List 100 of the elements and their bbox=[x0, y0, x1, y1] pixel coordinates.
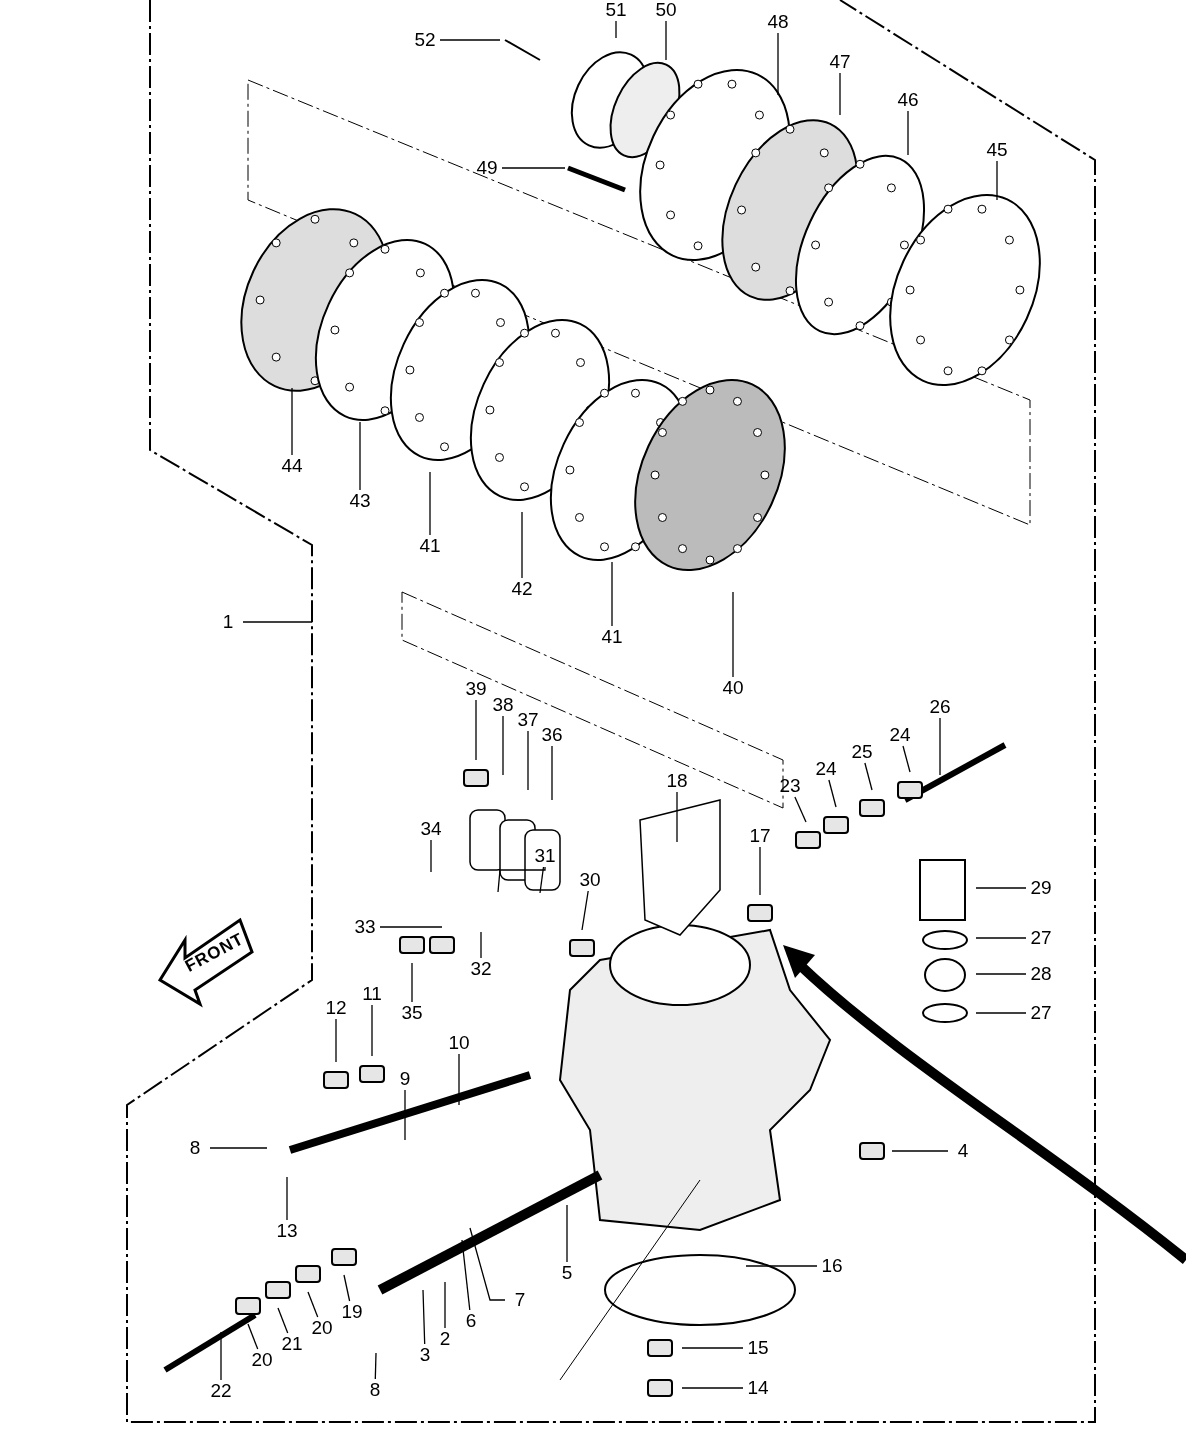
callout-number: 8 bbox=[360, 1379, 390, 1401]
callout-number: 28 bbox=[1026, 963, 1056, 985]
leader-line bbox=[461, 1239, 471, 1311]
leader-line bbox=[527, 730, 529, 791]
callout-number: 33 bbox=[350, 916, 380, 938]
leader-line bbox=[374, 1352, 377, 1380]
callout-number: 40 bbox=[718, 677, 748, 699]
leader-line bbox=[864, 762, 873, 791]
leader-line bbox=[681, 1387, 744, 1389]
callout-number: 29 bbox=[1026, 877, 1056, 899]
callout-number: 52 bbox=[410, 29, 440, 51]
leader-line bbox=[469, 1227, 506, 1301]
leader-line bbox=[307, 1291, 319, 1318]
leader-line bbox=[371, 1004, 373, 1057]
callout-number: 1 bbox=[213, 611, 243, 633]
callout-number: 17 bbox=[745, 825, 775, 847]
callout-number: 41 bbox=[415, 535, 445, 557]
leader-line bbox=[404, 1089, 406, 1141]
callout-number: 20 bbox=[307, 1317, 337, 1339]
leader-line bbox=[291, 387, 293, 456]
leader-line bbox=[539, 866, 545, 894]
callout-number: 15 bbox=[743, 1337, 773, 1359]
callout-number: 45 bbox=[982, 139, 1012, 161]
callout-number: 4 bbox=[948, 1140, 978, 1162]
callout-number: 19 bbox=[337, 1301, 367, 1323]
leader-line bbox=[759, 846, 761, 896]
leader-line bbox=[209, 1147, 268, 1149]
callout-number: 44 bbox=[277, 455, 307, 477]
leader-line bbox=[794, 796, 807, 823]
leader-line bbox=[286, 1176, 288, 1221]
leader-line bbox=[975, 1012, 1027, 1014]
leader-line bbox=[745, 1265, 818, 1267]
callout-number: 22 bbox=[206, 1380, 236, 1402]
leader-line bbox=[458, 1053, 460, 1106]
callout-number: 48 bbox=[763, 11, 793, 33]
leader-line bbox=[411, 962, 413, 1003]
leader-line bbox=[379, 926, 443, 928]
leader-line bbox=[247, 1323, 259, 1350]
callout-number: 20 bbox=[247, 1349, 277, 1371]
callout-number: 26 bbox=[925, 696, 955, 718]
leader-line bbox=[611, 561, 613, 627]
leader-line bbox=[521, 511, 523, 579]
leader-line bbox=[501, 167, 566, 169]
leader-line bbox=[422, 1289, 426, 1345]
leader-line bbox=[444, 1281, 446, 1329]
callout-number: 23 bbox=[775, 775, 805, 797]
callout-number: 50 bbox=[651, 0, 681, 21]
leader-line bbox=[475, 699, 477, 761]
callout-number: 21 bbox=[277, 1333, 307, 1355]
leader-line bbox=[615, 20, 617, 39]
callout-number: 13 bbox=[272, 1220, 302, 1242]
callout-number: 8 bbox=[180, 1137, 210, 1159]
callout-number: 18 bbox=[662, 770, 692, 792]
leader-line bbox=[891, 1150, 949, 1152]
leader-line bbox=[551, 745, 553, 801]
callout-number: 51 bbox=[601, 0, 631, 21]
callout-number: 34 bbox=[416, 818, 446, 840]
callout-number: 5 bbox=[552, 1262, 582, 1284]
leader-line bbox=[665, 20, 667, 61]
callout-number: 24 bbox=[811, 758, 841, 780]
callout-number: 24 bbox=[885, 724, 915, 746]
leader-line bbox=[681, 1347, 744, 1349]
callout-number: 16 bbox=[817, 1255, 847, 1277]
leader-line bbox=[430, 839, 432, 873]
leader-line bbox=[277, 1307, 289, 1334]
leader-line bbox=[439, 39, 501, 41]
callout-number: 9 bbox=[390, 1068, 420, 1090]
leader-line bbox=[502, 715, 504, 776]
leader-line bbox=[839, 72, 841, 116]
leader-line bbox=[732, 591, 734, 678]
leader-line bbox=[480, 931, 482, 959]
callout-number: 42 bbox=[507, 578, 537, 600]
leader-line bbox=[907, 110, 909, 156]
callout-number: 35 bbox=[397, 1002, 427, 1024]
callout-number: 47 bbox=[825, 51, 855, 73]
leader-line bbox=[497, 866, 546, 893]
callout-number: 27 bbox=[1026, 927, 1056, 949]
callout-number: 27 bbox=[1026, 1002, 1056, 1024]
leader-line bbox=[359, 421, 361, 491]
leader-line bbox=[996, 160, 998, 201]
leader-line bbox=[220, 1331, 222, 1381]
leader-line bbox=[975, 937, 1027, 939]
leader-line bbox=[335, 1018, 337, 1063]
callout-number: 7 bbox=[505, 1289, 535, 1311]
callout-number: 41 bbox=[597, 626, 627, 648]
callout-number: 12 bbox=[321, 997, 351, 1019]
leader-line bbox=[566, 1204, 568, 1263]
leader-line bbox=[902, 745, 911, 773]
leader-line bbox=[828, 779, 837, 808]
callout-number: 39 bbox=[461, 678, 491, 700]
leader-line bbox=[939, 717, 941, 776]
callout-number: 32 bbox=[466, 958, 496, 980]
callout-number: 11 bbox=[357, 983, 387, 1005]
callout-number: 30 bbox=[575, 869, 605, 891]
callout-number: 25 bbox=[847, 741, 877, 763]
leader-line bbox=[429, 471, 431, 536]
callout-number: 10 bbox=[444, 1032, 474, 1054]
leader-line bbox=[676, 791, 678, 843]
leader-line bbox=[975, 887, 1027, 889]
leader-line bbox=[343, 1274, 351, 1302]
